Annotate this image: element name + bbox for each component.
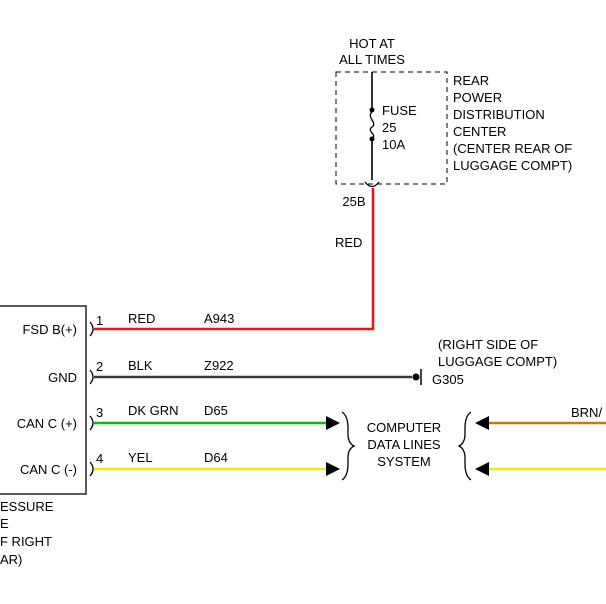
pin4-wire-color: YEL: [128, 450, 153, 465]
fuse-number: 25: [382, 120, 396, 135]
distribution-center-line6: LUGGAGE COMPT): [453, 158, 572, 173]
module-pin2-name: GND: [48, 370, 77, 385]
module-pin4-name: CAN C (-): [20, 462, 77, 477]
module-label-line3: F RIGHT: [0, 534, 52, 549]
feed-wire-color-label: RED: [335, 235, 362, 250]
data-system-left-brace-icon: [341, 411, 356, 481]
right-top-arrow-icon: [475, 416, 489, 430]
module-box: [0, 305, 87, 495]
ground-terminal: [412, 373, 420, 381]
module-label-line1: ESSURE: [0, 499, 54, 514]
pin1-circuit: A943: [204, 311, 234, 326]
can-c-plus-arrow-icon: [326, 416, 340, 430]
data-system-line1: COMPUTER: [367, 420, 441, 435]
pin4-connector-icon: [89, 461, 94, 477]
connector-cup-icon: [364, 181, 380, 188]
module-label-line2: E: [0, 516, 9, 531]
module-pin1-name: FSD B(+): [22, 322, 77, 337]
distribution-center-line1: REAR: [453, 73, 489, 88]
module-label-line4: AR): [0, 552, 22, 567]
data-system-line2: DATA LINES: [367, 437, 441, 452]
data-system-right-brace-icon: [457, 411, 472, 481]
right-bottom-arrow-icon: [475, 462, 489, 476]
distribution-center-box: [335, 71, 448, 185]
pin1-wire-color: RED: [128, 311, 155, 326]
ground-id: G305: [432, 372, 464, 387]
fuse-terminal-top: [369, 107, 375, 113]
pin4-number: 4: [96, 451, 103, 466]
pin3-wire-color: DK GRN: [128, 403, 179, 418]
power-source-label-line1: HOT AT: [349, 36, 395, 51]
right-wire-label: BRN/: [571, 405, 602, 420]
can-c-minus-arrow-icon: [326, 462, 340, 476]
fuse-label: FUSE: [382, 103, 417, 118]
data-system-line3: SYSTEM: [377, 454, 430, 469]
pin4-circuit: D64: [204, 450, 228, 465]
power-source-label-line2: ALL TIMES: [339, 52, 405, 67]
feed-wire-red: [94, 188, 375, 331]
pin2-circuit: Z922: [204, 358, 234, 373]
fuse-icon: [369, 111, 375, 139]
distribution-center-line3: DISTRIBUTION: [453, 107, 545, 122]
fuse-terminal-bottom: [369, 136, 375, 142]
pin1-connector-icon: [89, 321, 94, 337]
pin2-number: 2: [96, 359, 103, 374]
pin3-number: 3: [96, 405, 103, 420]
pin1-number: 1: [96, 313, 103, 328]
terminal-label: 25B: [342, 194, 365, 209]
distribution-center-line5: (CENTER REAR OF: [453, 141, 572, 156]
pin2-connector-icon: [89, 369, 94, 385]
pin2-wire-color: BLK: [128, 358, 153, 373]
pin3-connector-icon: [89, 415, 94, 431]
ground-location-line2: LUGGAGE COMPT): [438, 354, 557, 369]
distribution-center-line2: POWER: [453, 90, 502, 105]
fuse-rating: 10A: [382, 137, 405, 152]
distribution-center-line4: CENTER: [453, 124, 506, 139]
ground-location-line1: (RIGHT SIDE OF: [438, 337, 538, 352]
module-pin3-name: CAN C (+): [17, 416, 77, 431]
pin3-circuit: D65: [204, 403, 228, 418]
